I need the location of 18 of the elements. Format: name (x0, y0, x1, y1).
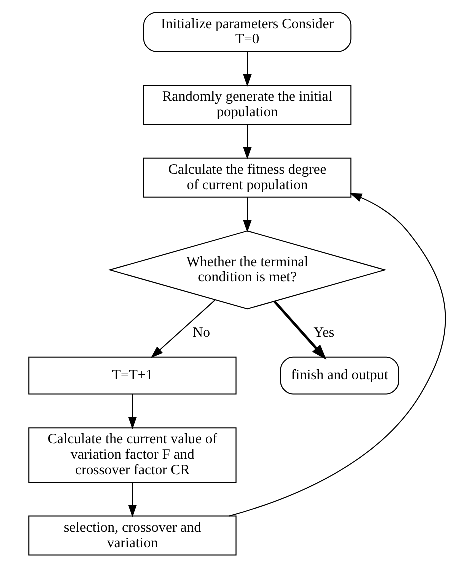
arrow (128, 482, 136, 518)
node-box: Calculate the current value of variation factor F and crossover factor CR (28, 428, 236, 483)
node-diamond: Whether the terminal condition is met? (108, 230, 386, 310)
edge-label: Yes (313, 325, 334, 342)
node-box: Randomly generate the initial population (142, 85, 352, 126)
arrow (150, 300, 216, 358)
arrow (242, 198, 252, 233)
node-box: selection, crossover and variation (28, 516, 236, 556)
arrow (228, 193, 446, 517)
arrow (242, 124, 252, 160)
arrow (128, 394, 136, 430)
arrow (273, 300, 326, 360)
node-box: Initialize parameters Consider T=0 (142, 12, 352, 52)
arrow (242, 52, 252, 87)
node-box: T=T+1 (28, 356, 236, 395)
node-box: finish and output (280, 356, 399, 395)
edge-label: No (192, 325, 210, 342)
node-box: Calculate the fitness degree of current population (142, 158, 352, 198)
